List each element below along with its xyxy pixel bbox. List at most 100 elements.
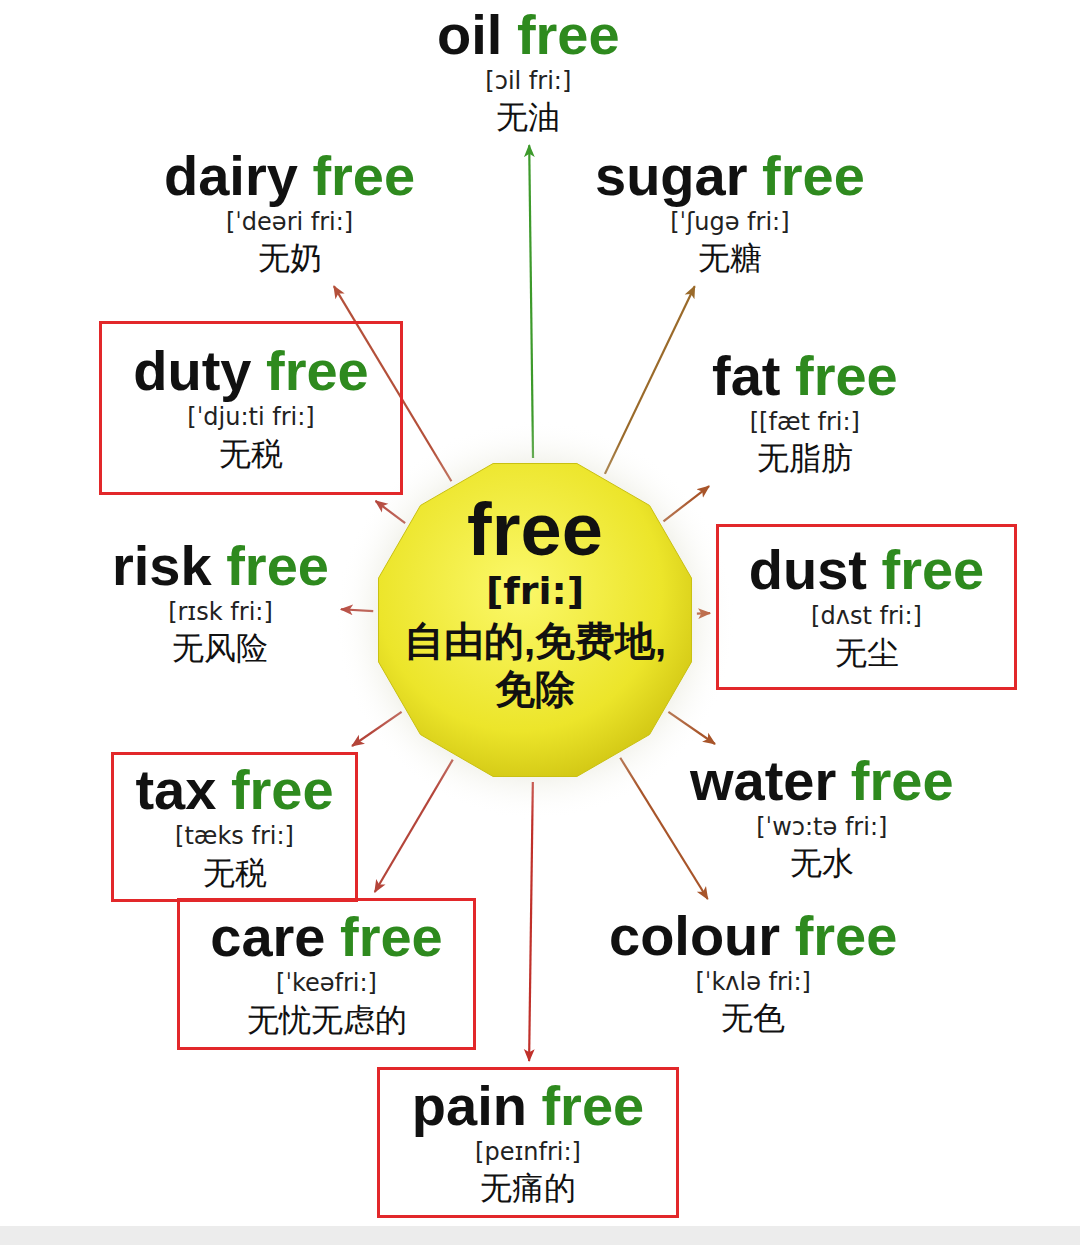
text-line: [ˈwɔ:tə fri:] <box>690 811 954 843</box>
text-line: colourfree <box>609 907 897 966</box>
phrase-word: pain <box>412 1074 527 1137</box>
highlight-box: dustfree[dʌst fri:] 无尘 <box>716 524 1017 690</box>
phrase-free: free <box>517 3 620 66</box>
phonetic: [ˈkeəfri:] <box>276 969 377 997</box>
text-line: fatfree <box>712 347 898 406</box>
text-line: 无税 <box>203 853 267 893</box>
meaning: 无痛的 <box>480 1170 576 1206</box>
text-line: 自由的,免费地, 免除 <box>385 617 685 713</box>
phrase-word: water <box>690 749 836 812</box>
phrase-free: free <box>226 534 329 597</box>
text-line: dairyfree <box>164 147 415 206</box>
text-line: [ˈdju:ti fri:] <box>187 401 314 433</box>
phrase-group: riskfree[rɪsk fri:] 无风险 <box>106 535 335 670</box>
phonetic: [ˈwɔ:tə fri:] <box>756 813 887 841</box>
text-line: 无奶 <box>164 238 415 278</box>
phonetic: [ˈdju:ti fri:] <box>187 403 314 431</box>
phrase-word: duty <box>133 339 251 402</box>
phonetic: [[fæt fri:] <box>750 408 860 436</box>
phrase-group: fatfree[[fæt fri:] 无脂肪 <box>706 345 904 480</box>
center-word: free <box>467 488 603 571</box>
text-line: taxfree <box>135 761 333 820</box>
text-line: free <box>467 493 603 567</box>
text-line: 无风险 <box>112 628 329 668</box>
phrase-word: oil <box>437 3 502 66</box>
phrase-free: free <box>231 758 334 821</box>
text-line: [ˈʃugə fri:] <box>595 206 865 238</box>
phrase-word: sugar <box>595 144 748 207</box>
phonetic: [ɔil fri:] <box>485 67 571 95</box>
text-line: [ˈkeəfri:] <box>276 967 377 999</box>
text-line: oilfree <box>437 6 620 65</box>
text-line: [peɪnfri:] <box>475 1136 581 1168</box>
phrase-free: free <box>795 344 898 407</box>
text-line: 无忧无虑的 <box>247 1000 407 1040</box>
phonetic: [ˈdeəri fri:] <box>226 208 353 236</box>
text-line: painfree <box>412 1077 644 1136</box>
text-line: [tæks fri:] <box>175 820 294 852</box>
phrase-group: waterfree[ˈwɔ:tə fri:] 无水 <box>684 750 960 885</box>
meaning: 无脂肪 <box>757 440 853 476</box>
meaning: 无风险 <box>172 630 268 666</box>
phrase-group: dairyfree[ˈdeəri fri:] 无奶 <box>158 145 421 280</box>
highlight-box: taxfree[tæks fri:] 无税 <box>111 752 358 902</box>
phrase-word: fat <box>712 344 780 407</box>
arrow-connector <box>529 782 533 1061</box>
text-line: 无色 <box>609 998 897 1038</box>
phrase-group: oilfree[ɔil fri:] 无油 <box>431 4 626 139</box>
text-line: sugarfree <box>595 147 865 206</box>
phrase-free: free <box>851 749 954 812</box>
highlight-box: dutyfree[ˈdju:ti fri:]无税 <box>99 321 403 495</box>
text-line: carefree <box>210 908 443 967</box>
meaning: 无尘 <box>835 635 899 671</box>
text-line: dustfree <box>749 541 985 600</box>
phonetic: [tæks fri:] <box>175 822 294 850</box>
meaning: 自由的,免费地, 免除 <box>385 617 685 713</box>
text-line: 无糖 <box>595 238 865 278</box>
text-line: waterfree <box>690 752 954 811</box>
meaning: 无奶 <box>258 240 322 276</box>
ball-glow <box>335 420 735 820</box>
text-line: [fri:] <box>486 567 584 616</box>
text-line: 无税 <box>219 434 283 474</box>
phonetic: [ˈkʌlə fri:] <box>695 968 811 996</box>
phrase-group: colourfree[ˈkʌlə fri:] 无色 <box>603 905 903 1040</box>
meaning: 无税 <box>219 436 283 472</box>
phrase-free: free <box>312 144 415 207</box>
phonetic: [rɪsk fri:] <box>168 598 273 626</box>
highlight-box: carefree[ˈkeəfri:] 无忧无虑的 <box>177 898 476 1050</box>
phrase-word: tax <box>135 758 216 821</box>
phrase-free: free <box>340 905 443 968</box>
text-line: 无油 <box>437 97 620 137</box>
bottom-bar <box>0 1226 1080 1245</box>
ball-polygon <box>379 464 692 777</box>
phrase-word: care <box>210 905 325 968</box>
phonetic: [peɪnfri:] <box>475 1138 581 1166</box>
phonetic: [ˈʃugə fri:] <box>670 208 789 236</box>
arrow-connector <box>529 145 533 458</box>
phrase-word: dairy <box>164 144 298 207</box>
text-line: [rɪsk fri:] <box>112 596 329 628</box>
phrase-free: free <box>795 904 898 967</box>
phrase-word: colour <box>609 904 780 967</box>
meaning: 无水 <box>790 845 854 881</box>
phrase-free: free <box>541 1074 644 1137</box>
highlight-box: painfree[peɪnfri:] 无痛的 <box>377 1067 679 1218</box>
text-line: 无水 <box>690 843 954 883</box>
phrase-group: sugarfree[ˈʃugə fri:] 无糖 <box>589 145 871 280</box>
meaning: 无税 <box>203 855 267 891</box>
phonetic: [fri:] <box>486 569 584 613</box>
meaning: 无糖 <box>698 240 762 276</box>
text-line: [[fæt fri:] <box>712 406 898 438</box>
text-line: 无脂肪 <box>712 438 898 478</box>
meaning: 无忧无虑的 <box>247 1002 407 1038</box>
text-line: [ɔil fri:] <box>437 65 620 97</box>
meaning: 无油 <box>496 99 560 135</box>
text-line: 无尘 <box>835 633 899 673</box>
text-line: [ˈkʌlə fri:] <box>609 966 897 998</box>
phrase-word: risk <box>112 534 212 597</box>
phonetic: [dʌst fri:] <box>811 602 922 630</box>
center-ball: free[fri:]自由的,免费地, 免除 <box>365 450 705 790</box>
meaning: 无色 <box>721 1000 785 1036</box>
